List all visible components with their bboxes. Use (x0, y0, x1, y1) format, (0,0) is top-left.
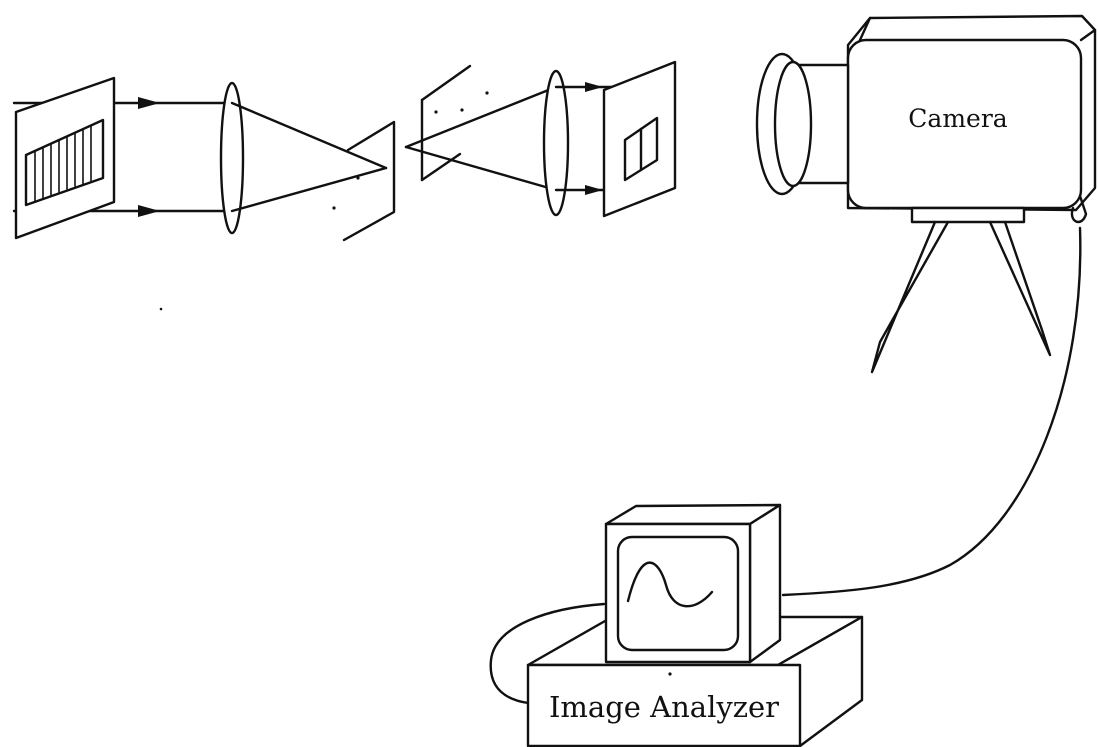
image-analyzer: Image Analyzer (489, 503, 864, 747)
tripod (870, 206, 1052, 374)
output-arrowhead-bottom (585, 185, 603, 195)
object-grating-plane (14, 76, 116, 240)
camera: Camera (755, 14, 1097, 224)
camera-label: Camera (908, 104, 1007, 133)
first-lens (219, 81, 388, 235)
output-arrowhead-top (585, 82, 603, 92)
analyzer-cable-loop (489, 602, 606, 705)
waveform-trace (626, 561, 714, 608)
camera-cable (781, 226, 1082, 597)
image-analyzer-label: Image Analyzer (549, 690, 779, 724)
ray-arrowhead-bottom (138, 205, 160, 217)
image-plane (602, 60, 677, 218)
ray-arrowhead-top (138, 97, 160, 109)
grating-slits (34, 125, 92, 202)
fourier-filter-plane (332, 120, 396, 242)
second-plane (420, 64, 489, 182)
second-lens (404, 69, 614, 217)
stray-dot (159, 307, 163, 311)
